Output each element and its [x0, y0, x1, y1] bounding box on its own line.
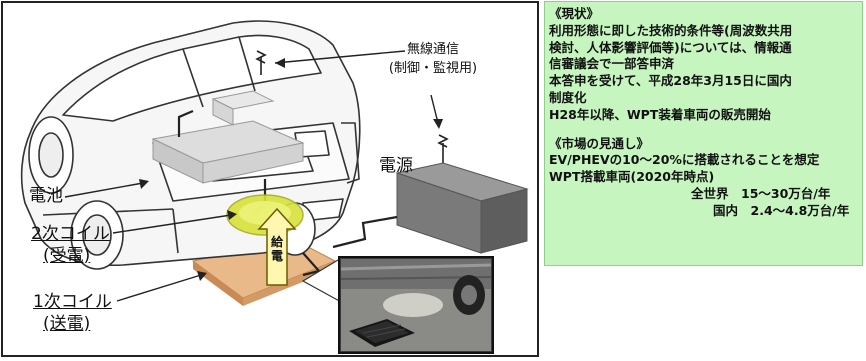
battery-pack: [151, 90, 305, 184]
market-domestic-volume: 国内 2.4～4.8万台/年: [713, 202, 850, 218]
status-line: 利用形態に即した技術的条件等(周波数共用: [549, 22, 793, 38]
power-feed-label: 給電: [270, 235, 283, 263]
secondary-coil-sublabel: (受電): [43, 246, 91, 266]
diagram-panel: 無線通信 (制御・監視用) 電源 電池 2次コイル (受電) 1次コイル (送電…: [1, 1, 539, 357]
wpt-car-illustration: [20, 20, 529, 354]
power-source-label: 電源: [379, 156, 413, 176]
underbody-photo: [338, 256, 494, 354]
power-source-box: [395, 162, 529, 254]
secondary-coil-label: 2次コイル: [31, 224, 110, 244]
market-line: WPT搭載車両(2020年時点): [549, 169, 715, 185]
status-line: 検討、人体影響評価等)については、情報通: [549, 39, 792, 55]
primary-coil-label: 1次コイル: [33, 292, 112, 312]
power-feed-arrow: [257, 207, 297, 286]
market-line: EV/PHEVの10～20%に搭載されることを想定: [549, 152, 820, 168]
info-box: 《現状》 利用形態に即した技術的条件等(周波数共用 検討、人体影響評価等)につい…: [544, 1, 863, 266]
status-line: 信審議会で一部答申済: [549, 56, 675, 72]
battery-label: 電池: [29, 186, 63, 206]
wireless-comm-label: 無線通信: [406, 42, 459, 57]
wireless-comm-sublabel: (制御・監視用): [388, 61, 478, 76]
market-heading: 《市場の見通し》: [549, 135, 650, 151]
ground-antenna-icon: [437, 134, 449, 163]
market-world-volume: 全世界 15～30万台/年: [691, 185, 831, 201]
status-line: 制度化: [549, 89, 587, 105]
status-line: 本答申を受けて、平成28年3月15日に国内: [549, 73, 792, 89]
status-line: H28年以降、WPT装着車両の販売開始: [549, 106, 771, 122]
primary-coil-sublabel: (送電): [43, 314, 91, 334]
car-antenna-icon: [255, 50, 267, 75]
status-heading: 《現状》: [549, 6, 600, 21]
